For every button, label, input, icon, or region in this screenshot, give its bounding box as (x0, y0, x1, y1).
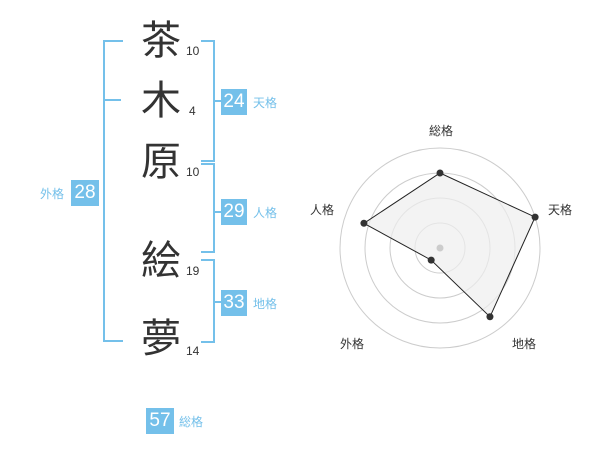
stroke-count-1: 10 (186, 44, 200, 58)
name-char-1: 茶 (141, 18, 181, 64)
soukaku-value: 57 (146, 408, 174, 434)
radar-center-dot (436, 244, 444, 252)
tenkaku-tick (213, 100, 221, 102)
radar-point-2 (531, 213, 539, 221)
radar-grid-ring-4 (339, 147, 541, 349)
stroke-count-5: 14 (186, 344, 200, 358)
stroke-count-3: 10 (186, 165, 200, 179)
radar-label-chikaku: 地格 (512, 337, 537, 351)
radar-series-area (362, 172, 536, 318)
name-char-4: 絵 (141, 238, 181, 284)
gaikaku-bracket (103, 40, 123, 342)
name-char-3: 原 (141, 139, 181, 185)
gaikaku-value: 28 (71, 180, 99, 206)
jinkaku-label: 人格 (253, 206, 278, 220)
tenkaku-value: 24 (221, 89, 247, 115)
stroke-count-4: 19 (186, 264, 200, 278)
stroke-count-2: 4 (189, 104, 196, 118)
radar-point-4 (427, 256, 435, 264)
chikaku-value: 33 (221, 290, 247, 316)
radar-label-gaikaku: 外格 (340, 337, 365, 351)
tenkaku-label: 天格 (253, 96, 278, 110)
radar-point-3 (486, 313, 494, 321)
jinkaku-value: 29 (221, 199, 247, 225)
radar-label-soukaku: 総格 (429, 124, 454, 138)
radar-point-1 (436, 169, 444, 177)
chikaku-tick (213, 301, 221, 303)
gaikaku-tick (105, 99, 121, 101)
chikaku-label: 地格 (253, 297, 278, 311)
radar-label-jinkaku: 人格 (310, 203, 335, 217)
name-char-5: 夢 (141, 316, 181, 362)
jinkaku-tick (213, 211, 221, 213)
gaikaku-label: 外格 (40, 187, 65, 201)
name-char-2: 木 (141, 78, 181, 124)
radar-point-5 (360, 219, 368, 227)
radar-label-tenkaku: 天格 (548, 203, 573, 217)
jinkaku-bracket (201, 163, 215, 253)
soukaku-label: 総格 (179, 415, 204, 429)
